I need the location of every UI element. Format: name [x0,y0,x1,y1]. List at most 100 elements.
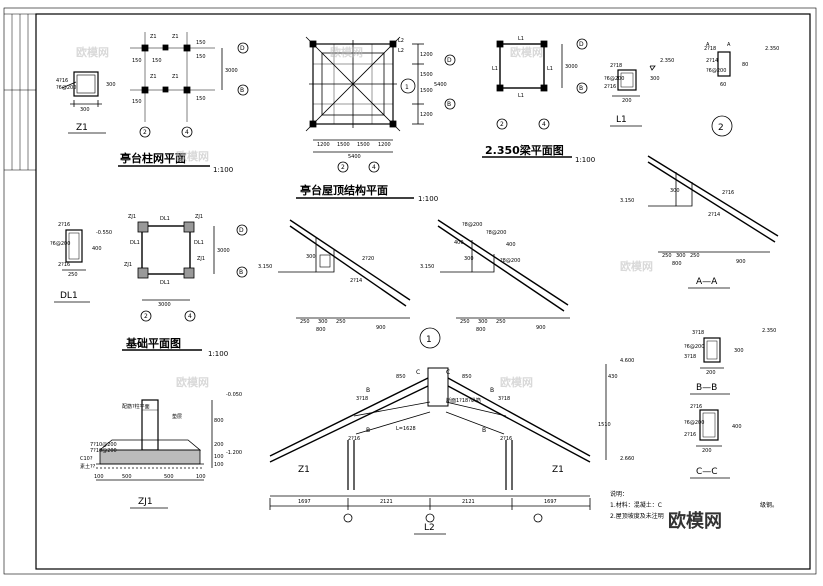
axis-2: 2 [143,129,147,136]
inner-frame [35,13,811,570]
beam-label: L1 [518,93,524,99]
s1b-r2: ?8@200 [500,258,520,264]
z1-stirrup: ?6@200 [56,85,76,91]
bb-w: 200 [706,370,716,376]
s1a-elev: 3.150 [258,264,272,270]
roof-right-total: 5400 [434,82,447,88]
column-grid-title: 亭台柱网平面 [120,151,186,165]
zj1-elev2: -1.200 [226,450,242,456]
fdn-label: ZJ1 [124,262,132,268]
watermarks: 欧模网 欧模网 欧模网 欧模网 欧模网 欧模网 欧模网 欧模网 [76,45,722,532]
zj1-elev1: -0.050 [226,392,242,398]
notes: 说明： 1.材料：混凝土：C 级钢。 2.屋顶坡度及未注明 [610,490,778,520]
beam-label: L1 [492,66,498,72]
fdn-axis-2: 2 [144,313,148,320]
roof-axis-4: 4 [372,164,376,171]
l2a-h: 80 [742,62,748,68]
s1a-r1: 2?20 [362,256,374,262]
elev-cut: C [446,369,450,376]
fdn-label: DL1 [130,240,140,246]
aa-d: 250 [662,253,672,259]
foundation-scale: 1:100 [208,350,228,358]
fdn-axis-b: B [239,269,243,276]
grid-col-label: Z1 [150,74,157,80]
beam-label: L1 [547,66,553,72]
z1-rebar: 4?16 [56,78,68,84]
marker-2: 2 [718,123,724,133]
l1-detail: 2?18 ?6@200 2?16 300 2.350 200 L1 [604,58,674,127]
aa-d: 250 [690,253,700,259]
axis-4: 4 [185,129,189,136]
l1-top: 2?18 [610,63,622,69]
z1-height: 300 [106,82,116,88]
beam-axis-b: B [579,85,583,92]
elev-label: 3?18 [356,396,368,402]
elev-bottom-dim: 1697 [544,499,557,505]
section-marker-1 [419,327,441,349]
s1a-d: 250 [300,319,310,325]
fdn-label: ZJ1 [195,214,203,220]
beam-axis-4: 4 [542,121,546,128]
elev-cut: B [482,427,486,434]
elev-label: 2?16 [348,436,360,442]
rafter-section-1a: 3.150 300 2?20 2?14 250 300 250 800 900 [258,219,411,333]
z1-width: 300 [80,107,90,113]
aa-title: A—A [696,277,718,287]
bb-title: B—B [696,383,717,393]
roof-elevation: 1697 2121 2121 1697 Z1 Z1 B B B B C C 85… [269,358,634,535]
s1b-total: 800 [476,327,486,333]
dl1-bot: 2?16 [58,262,70,268]
l2a-side: ?6@200 [706,68,726,74]
elev-bottom-dim: 1697 [298,499,311,505]
aa-d: 300 [676,253,686,259]
s1b-m1: 400 [454,240,464,246]
roof-right-dim: 1500 [420,72,433,78]
brand-logo: 欧模网 [668,510,722,532]
elev-label: 850 [462,374,472,380]
beam-dim: 3000 [565,64,578,70]
l1-stirrup: ?6@200 [604,76,624,82]
elev-label: 850 [396,374,406,380]
roof-plan-title: 亭台屋顶结构平面 [300,183,388,197]
grid-dim: 150 [196,96,206,102]
s1b-h: 300 [464,256,474,262]
elev-low: 2.660 [620,456,634,462]
s1b-r1: ?8@200 [486,230,506,236]
aa-r1: 2?16 [722,190,734,196]
elev-col: Z1 [298,465,310,475]
s1a-h: 300 [306,254,316,260]
zj1-s1: 7?10@200 [90,442,117,448]
zj1-d3: 100 [214,454,224,460]
zj1-section: 配筋?柱平面 垫层 -0.050 -1.200 800 200 100 100 … [80,392,242,509]
roof-bottom-dim: 1200 [378,142,391,148]
l1-h: 300 [650,76,660,82]
bb-elev: 2.350 [762,328,776,334]
fdn-bottom-dim: 3000 [158,302,171,308]
cc-s: ?6@200 [684,420,704,426]
roof-l2: L2 [398,38,404,44]
section-marker-1-label: 1 [426,335,432,345]
s1a-d: 250 [336,319,346,325]
elev-cut: B [366,427,370,434]
elev-cut: B [366,387,370,394]
cc-title: C—C [696,467,718,477]
bb-s: ?6@200 [684,344,704,350]
fdn-axis-4: 4 [188,313,192,320]
aa-ext: 900 [736,259,746,265]
rafter-section-1b: ?8@200 ?8@200 ?8@200 400 400 3.150 300 2… [420,219,570,333]
s1b-elev: 3.150 [420,264,434,270]
l2a-marker2: A [727,42,731,48]
l2a-top: 2?18 [704,46,716,52]
fdn-label: ZJ1 [128,214,136,220]
l1-w: 200 [622,98,632,104]
zj1-name: ZJ1 [138,497,153,507]
column-grid-plan: Z1 Z1 Z1 Z1 150 150 150 150 150 150 3000… [118,32,249,174]
elev-cut: B [490,387,494,394]
cc-w: 200 [702,448,712,454]
elev-label: 2?16 [500,436,512,442]
axis-d: D [240,45,245,52]
elev-label: L=1628 [396,426,416,432]
elev-bottom-dim: 2121 [462,499,475,505]
fdn-axis-d: D [239,227,244,234]
aa-h: 300 [670,188,680,194]
